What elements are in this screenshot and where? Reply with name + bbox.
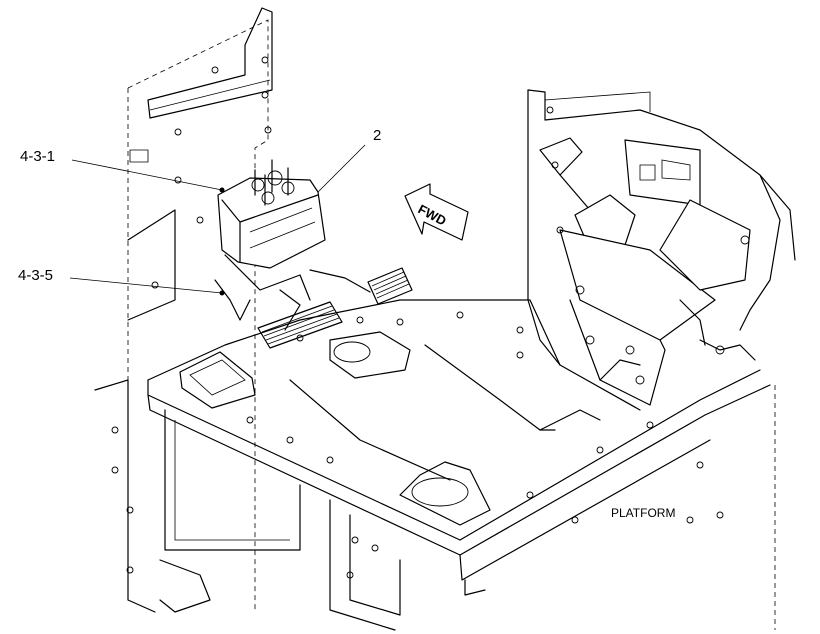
switch-console — [214, 159, 326, 321]
callout-4-3-5: 4-3-5 — [18, 267, 53, 284]
platform-label: PLATFORM — [611, 506, 675, 520]
leader-lines — [69, 144, 366, 296]
left-cab-wall — [94, 7, 273, 613]
floor-plate — [147, 299, 771, 581]
callout-2: 2 — [373, 127, 381, 144]
right-control-assembly — [527, 89, 796, 406]
fwd-arrow: FWD — [404, 183, 469, 241]
lower-frame — [159, 385, 776, 631]
callout-4-3-1: 4-3-1 — [20, 148, 55, 165]
pedals — [257, 267, 413, 349]
